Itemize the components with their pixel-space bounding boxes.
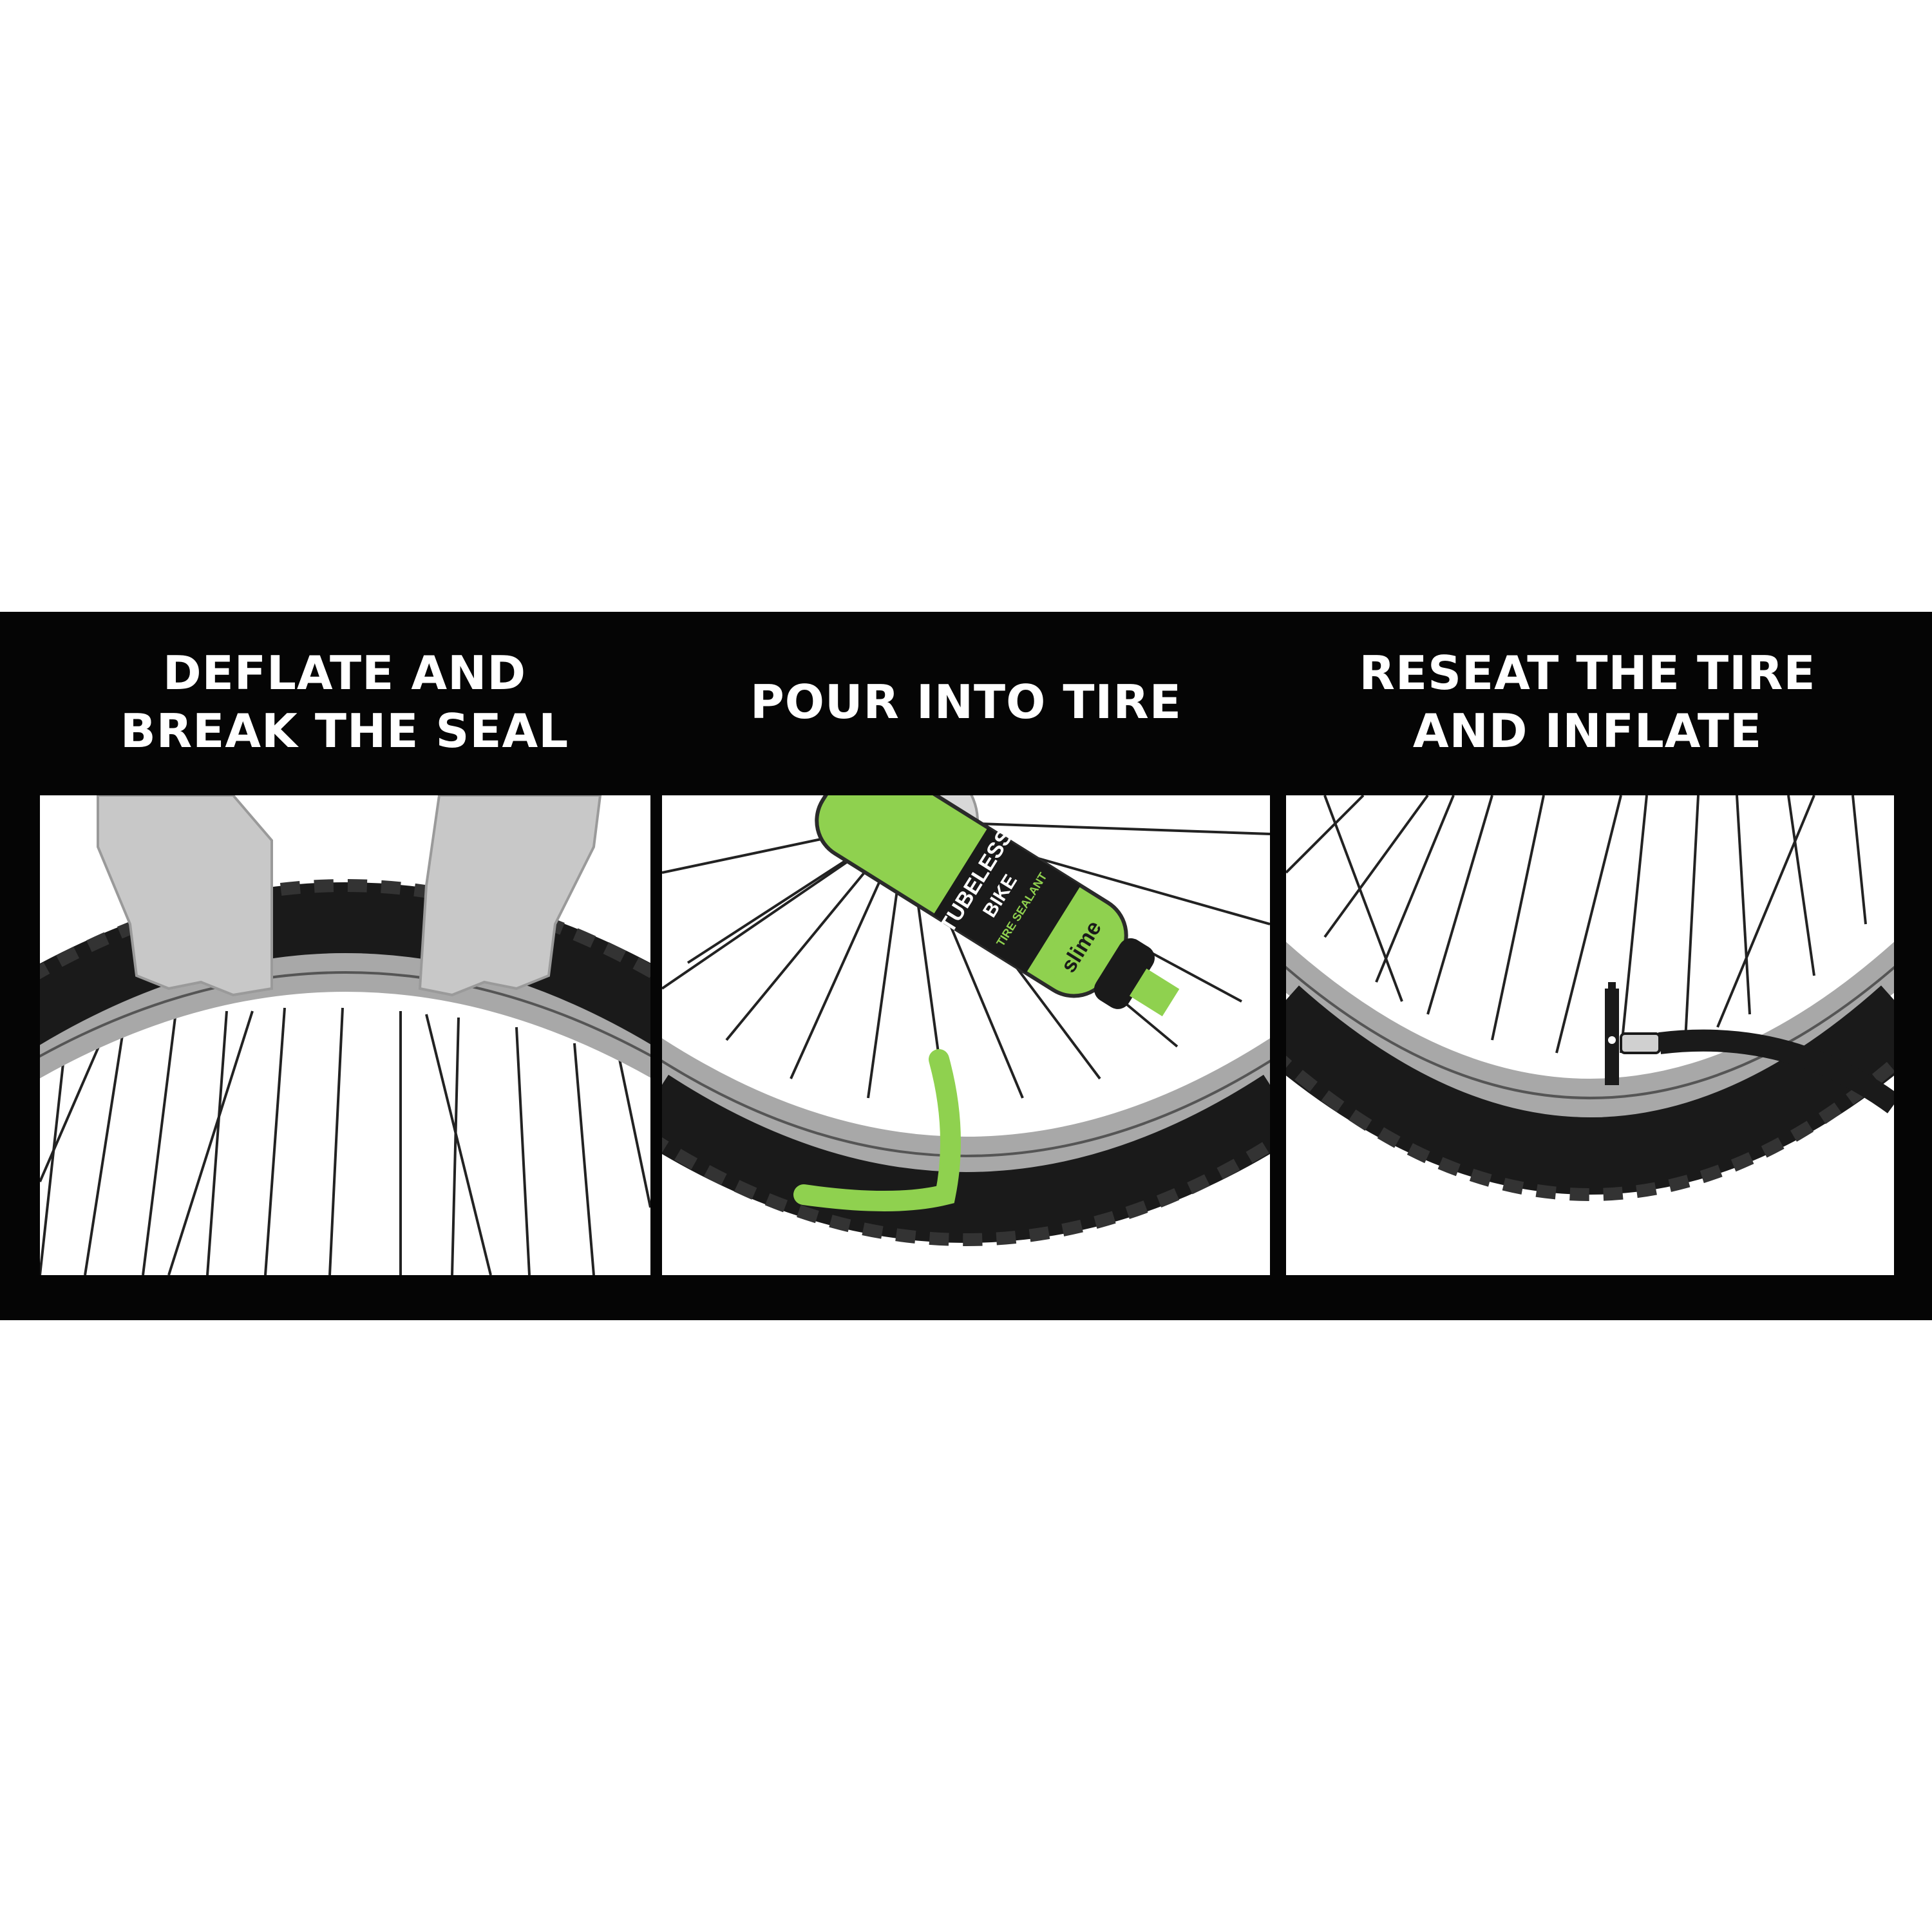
rim-inner-line [662, 1059, 1270, 1157]
step-3-title-line-2: AND INFLATE [1412, 704, 1763, 758]
tire [662, 1074, 1270, 1243]
sealant-stream [793, 1049, 961, 1211]
tire-tread [40, 879, 650, 980]
rim-inner-line [40, 971, 650, 1058]
rim-inner-line [1286, 965, 1894, 1099]
tire-wheel-illustration-1 [40, 795, 650, 1275]
step-2-illustration: TUBELESS BIKE TIRE SEALANT slime [662, 795, 1270, 1275]
step-2-title: POUR INTO TIRE [660, 612, 1272, 792]
tire-wheel-illustration-2: TUBELESS BIKE TIRE SEALANT slime [662, 795, 1270, 1246]
tire [40, 882, 650, 1045]
pump-hose-icon [1620, 1029, 1894, 1113]
wheel-spokes [40, 1007, 650, 1275]
valve-icon [1605, 982, 1619, 1085]
step-3-title: RESEAT THE TIRE AND INFLATE [1282, 612, 1893, 792]
step-1-title-line-2: BREAK THE SEAL [120, 704, 569, 758]
step-3-illustration [1286, 795, 1894, 1275]
step-3-title-line-1: RESEAT THE TIRE [1359, 646, 1816, 700]
step-1-title-line-1: DEFLATE AND [162, 646, 527, 700]
tire-wheel-illustration-3 [1286, 795, 1894, 1201]
step-1-illustration [40, 795, 650, 1275]
step-1-title: DEFLATE AND BREAK THE SEAL [39, 612, 650, 792]
wheel-spokes [1286, 795, 1867, 1054]
glove-icon [97, 795, 602, 997]
tire-tread [662, 1137, 1270, 1246]
instruction-band: DEFLATE AND BREAK THE SEAL PO [0, 612, 1932, 1320]
sealant-bottle-icon: TUBELESS BIKE TIRE SEALANT slime [815, 795, 1180, 1017]
tire [1286, 985, 1894, 1195]
tire-tread [1286, 1056, 1894, 1201]
step-2-title-line-1: POUR INTO TIRE [750, 675, 1182, 729]
